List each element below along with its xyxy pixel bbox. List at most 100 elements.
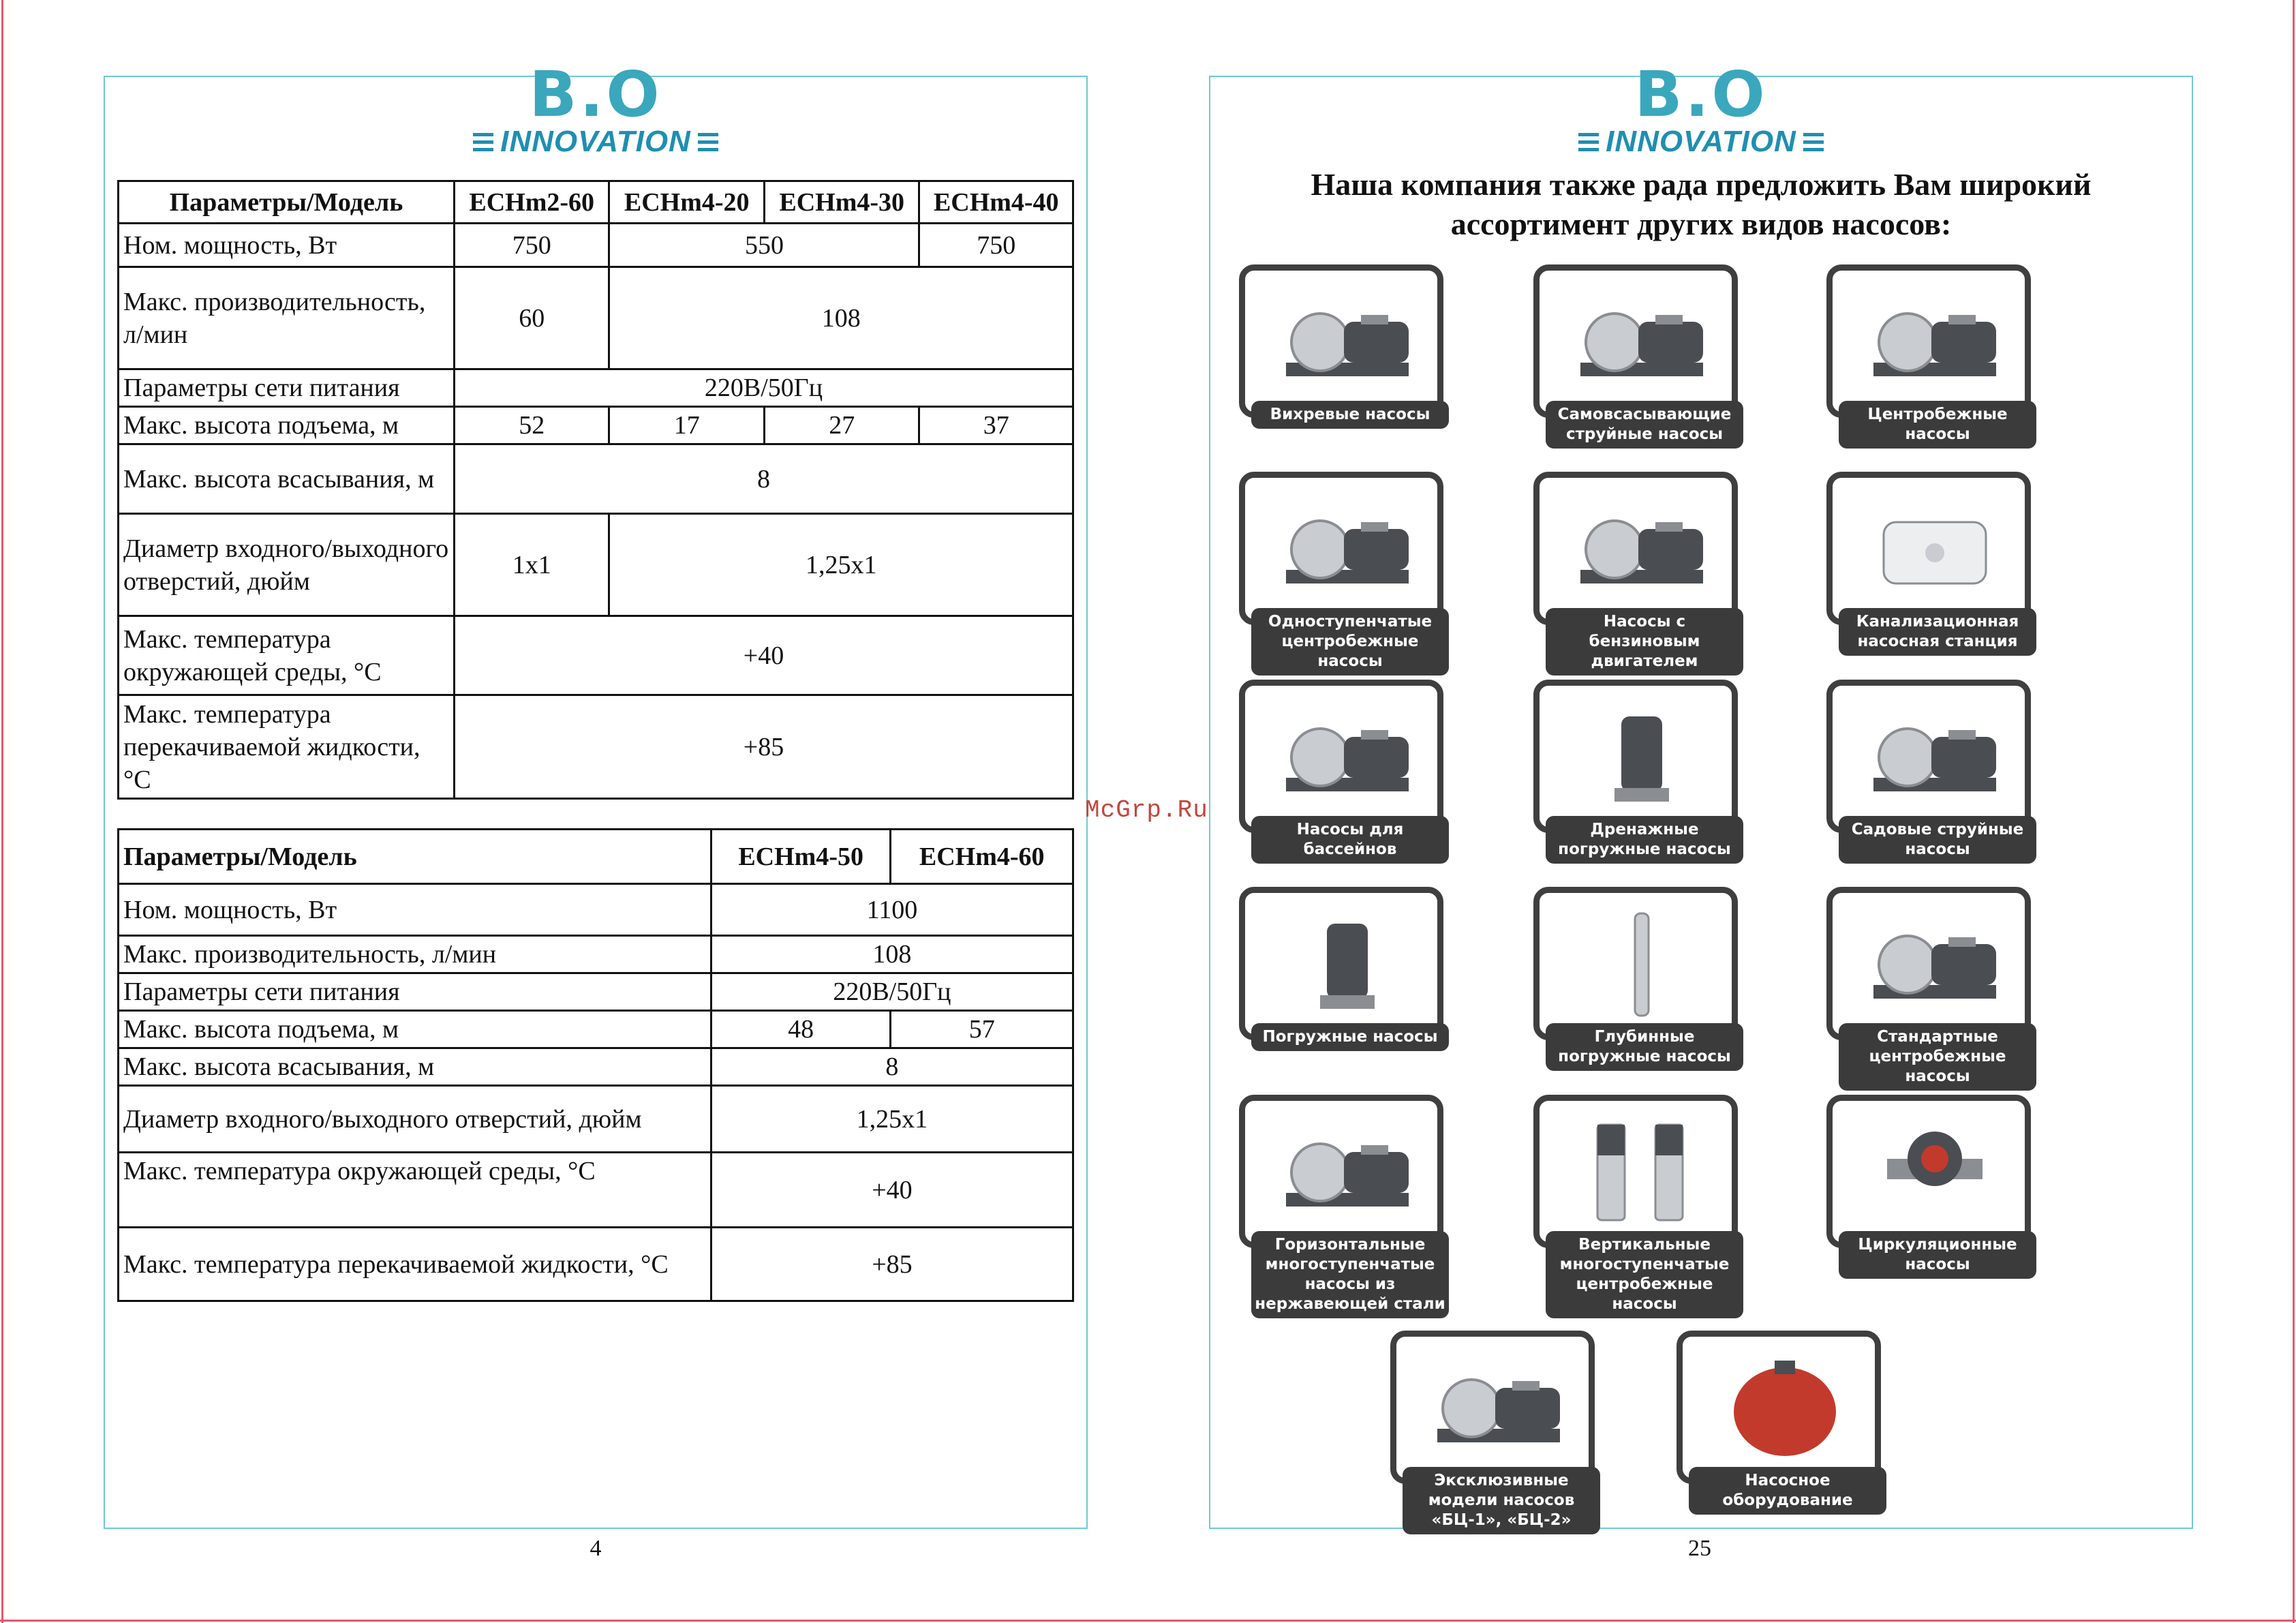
- value-cell: 8: [453, 443, 1075, 515]
- header-cell: ECHm4-50: [709, 828, 892, 885]
- header-cell: ECHm4-40: [918, 180, 1074, 224]
- logo-mark: B.O: [1634, 58, 1768, 131]
- value-cell: 1x1: [453, 513, 611, 617]
- value-cell: 17: [608, 406, 765, 445]
- table-header-row: Параметры/Модель ECHm4-50 ECHm4-60: [117, 828, 1074, 885]
- product-card: Одноступенчатые центробежные насосы: [1239, 472, 1450, 676]
- product-frame: [1826, 264, 2031, 418]
- product-frame: [1533, 680, 1738, 833]
- value-cell: 57: [889, 1010, 1074, 1049]
- product-card: Насосное оборудование: [1677, 1331, 1888, 1515]
- param-label: Ном. мощность, Вт: [117, 883, 712, 937]
- value-cell: 37: [918, 406, 1074, 445]
- right-page: B.O INNOVATION: [1209, 63, 2193, 1529]
- table-row: Макс. производительность, л/мин 60 108: [117, 266, 1074, 370]
- vortex-pump-icon: [1272, 288, 1422, 397]
- watermark: McGrp.Ru: [1085, 796, 1208, 824]
- table-row: Макс. производительность, л/мин 108: [117, 935, 1075, 974]
- value-cell: +85: [709, 1226, 1075, 1302]
- param-label: Макс. производительность, л/мин: [117, 935, 712, 974]
- table-row: Макс. высота подъема, м 52 17 27 37: [117, 406, 1074, 445]
- header-cell: Параметры/Модель: [117, 828, 712, 885]
- value-cell: 108: [608, 266, 1074, 370]
- left-page: B.O INNOVATION: [104, 63, 1088, 1529]
- logo-text: INNOVATION: [500, 125, 691, 158]
- page-edge-bottom: [0, 1620, 2296, 1622]
- product-card: Вертикальные многоступенчатые центробежн…: [1533, 1095, 1745, 1318]
- product-label: Стандартные центробежные насосы: [1839, 1023, 2036, 1091]
- logo-mark: B.O: [529, 58, 662, 131]
- pool-pump-icon: [1272, 703, 1422, 812]
- product-frame: [1239, 887, 1443, 1040]
- product-card: Канализационная насосная станция: [1826, 472, 2038, 656]
- page-heading: Наша компания также рада предложить Вам …: [1311, 167, 2092, 241]
- page-number: 25: [1688, 1536, 1711, 1561]
- table-row: Параметры сети питания 220В/50Гц: [117, 972, 1075, 1012]
- product-frame: [1390, 1331, 1595, 1484]
- product-label: Погружные насосы: [1251, 1023, 1449, 1051]
- product-label: Одноступенчатые центробежные насосы: [1251, 608, 1449, 676]
- product-card: Вихревые насосы: [1239, 264, 1450, 438]
- logo-lines-icon: [473, 132, 494, 151]
- product-card: Глубинные погружные насосы: [1533, 887, 1745, 1071]
- page-edge-left: [1, 0, 3, 1623]
- product-frame: [1533, 264, 1738, 418]
- product-label: Самовсасывающие струйные насосы: [1546, 401, 1743, 449]
- value-cell: 108: [709, 935, 1075, 974]
- centrifugal-pump-icon: [1860, 288, 2010, 397]
- product-card: Стандартные центробежные насосы: [1826, 887, 2038, 1091]
- drainage-pump-icon: [1567, 703, 1717, 812]
- param-label: Диаметр входного/выходного отверстий, дю…: [117, 1084, 712, 1153]
- jet-pump-icon: [1567, 288, 1717, 397]
- spec-table-2: Параметры/Модель ECHm4-50 ECHm4-60 Ном. …: [117, 828, 1075, 1302]
- product-label: Циркуляционные насосы: [1839, 1231, 2036, 1279]
- param-label: Макс. производительность, л/мин: [117, 266, 455, 370]
- product-label: Насосы с бензиновым двигателем: [1546, 608, 1743, 676]
- submersible-pump-icon: [1272, 910, 1422, 1019]
- table-row: Диаметр входного/выходного отверстий, дю…: [117, 1084, 1075, 1153]
- product-card: Насосы с бензиновым двигателем: [1533, 472, 1745, 676]
- product-frame: [1239, 680, 1443, 833]
- header-cell: ECHm4-60: [889, 828, 1074, 885]
- product-card: Садовые струйные насосы: [1826, 680, 2038, 864]
- product-card: Центробежные насосы: [1826, 264, 2038, 449]
- param-label: Макс. высота всасывания, м: [117, 443, 455, 515]
- sewage-station-icon: [1860, 495, 2010, 604]
- header-cell: ECHm4-20: [608, 180, 765, 224]
- table-row: Макс. температура окружающей среды, °С +…: [117, 615, 1075, 696]
- table-row: Макс. высота подъема, м 48 57: [117, 1010, 1074, 1049]
- value-cell: 1,25x1: [709, 1084, 1075, 1153]
- standard-centrifugal-pump-icon: [1860, 910, 2010, 1019]
- param-label: Макс. высота всасывания, м: [117, 1047, 712, 1087]
- pressure-tank-icon: [1710, 1354, 1860, 1463]
- value-cell: 60: [453, 266, 611, 370]
- product-card: Дренажные погружные насосы: [1533, 680, 1745, 864]
- product-label: Глубинные погружные насосы: [1546, 1023, 1743, 1071]
- param-label: Параметры сети питания: [117, 972, 712, 1012]
- logo-text: INNOVATION: [1606, 125, 1796, 158]
- product-card: Эксклюзивные модели насосов «БЦ-1», «БЦ-…: [1390, 1331, 1602, 1534]
- product-label: Вихревые насосы: [1251, 401, 1449, 429]
- value-cell: 220В/50Гц: [453, 368, 1075, 408]
- deep-well-pump-icon: [1567, 910, 1717, 1019]
- param-label: Макс. температура перекачиваемой жидкост…: [117, 1226, 712, 1302]
- product-frame: [1677, 1331, 1881, 1484]
- value-cell: 48: [709, 1010, 892, 1049]
- product-frame: [1826, 680, 2031, 833]
- header-cell: ECHm2-60: [453, 180, 611, 224]
- product-label: Насосное оборудование: [1689, 1467, 1886, 1515]
- param-label: Диаметр входного/выходного отверстий, дю…: [117, 513, 455, 617]
- value-cell: 52: [453, 406, 611, 445]
- garden-pump-icon: [1860, 703, 2010, 812]
- value-cell: 27: [763, 406, 921, 445]
- spec-table-1: Параметры/Модель ECHm2-60 ECHm4-20 ECHm4…: [117, 180, 1075, 800]
- horizontal-multistage-pump-icon: [1272, 1118, 1422, 1227]
- value-cell: 8: [709, 1047, 1075, 1087]
- product-label: Центробежные насосы: [1839, 401, 2036, 449]
- product-card: Насосы для бассейнов: [1239, 680, 1450, 864]
- product-frame: [1239, 264, 1443, 418]
- product-frame: [1826, 472, 2031, 625]
- product-frame: [1239, 472, 1443, 625]
- vertical-multistage-pump-icon: [1567, 1118, 1717, 1227]
- product-label: Горизонтальные многоступенчатые насосы и…: [1251, 1231, 1449, 1318]
